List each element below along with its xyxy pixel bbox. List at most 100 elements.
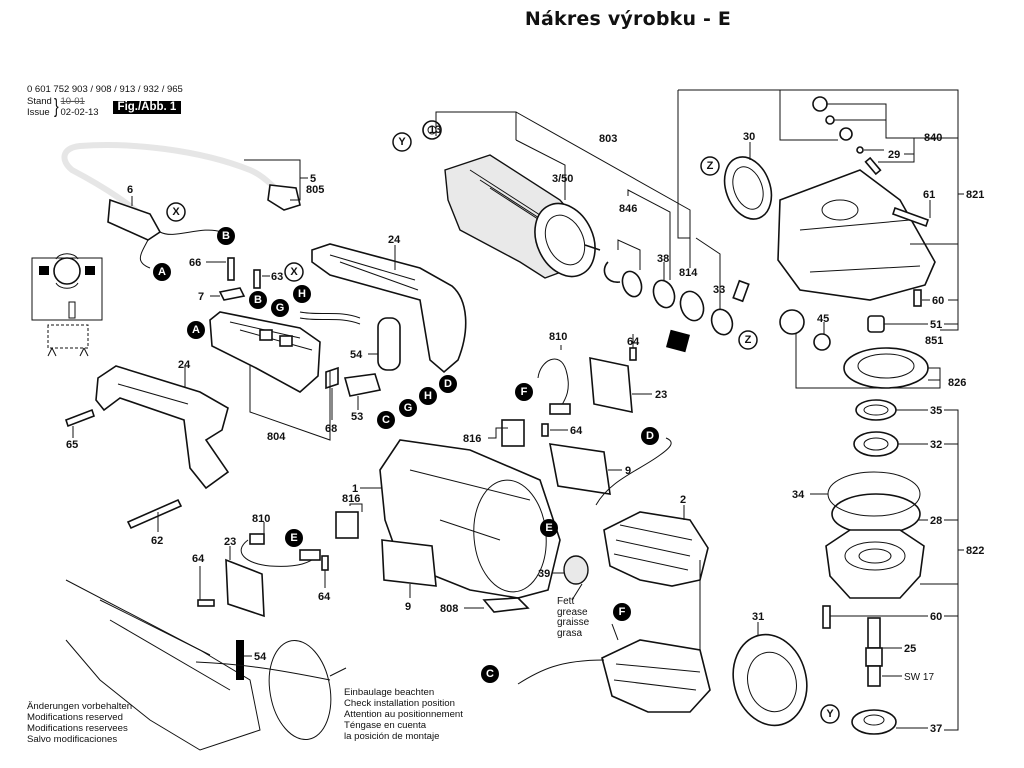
label-part-45: 45: [817, 313, 829, 325]
stand-value: 10-01: [60, 96, 85, 107]
installation-detail: 54: [65, 579, 347, 751]
label-part-62: 62: [151, 535, 163, 547]
label-part-826: 826: [948, 377, 966, 389]
svg-text:A: A: [158, 266, 166, 278]
callout-F-top: F: [515, 383, 533, 401]
label-part-803: 803: [599, 133, 617, 145]
grease-note-line: grasa: [557, 627, 583, 639]
label-part-816-top: 816: [463, 433, 481, 445]
svg-text:G: G: [404, 402, 413, 414]
callout-E-lower: E: [285, 529, 303, 547]
side-handle: 24 65 62: [64, 359, 230, 547]
svg-text:C: C: [486, 668, 494, 680]
label-part-9-left: 9: [405, 601, 411, 613]
svg-text:H: H: [424, 390, 432, 402]
label-part-822: 822: [966, 545, 984, 557]
callout-Z-gear: Z: [700, 156, 720, 176]
label-part-851: 851: [925, 335, 943, 347]
grease-note-line: graisse: [557, 617, 590, 628]
svg-text:D: D: [646, 430, 654, 442]
label-808: [482, 597, 530, 613]
screw-64-top: [629, 347, 637, 361]
svg-text:E: E: [545, 522, 552, 534]
modifications-note-line: Änderungen vorbehalten: [27, 701, 133, 712]
svg-text:Z: Z: [707, 160, 714, 172]
screw-65: [64, 408, 96, 428]
label-part-33: 33: [713, 284, 725, 296]
label-part-54-switch: 54: [350, 349, 363, 361]
callout-C-lower: C: [481, 665, 499, 683]
spindle-assembly: 35 32 34 28 822 60 25 SW 17 37: [792, 399, 984, 735]
svg-text:X: X: [172, 206, 180, 218]
callout-Y-shield: Y: [820, 704, 840, 724]
label-part-34: 34: [792, 489, 805, 501]
label-part-65: 65: [66, 439, 78, 451]
clip-7: [218, 287, 246, 301]
label-part-816-bottom: 816: [342, 493, 360, 505]
cover-23-top: [589, 356, 633, 414]
figure-badge: Fig./Abb. 1: [112, 100, 182, 114]
nut-45: [813, 333, 831, 351]
label-part-808: 808: [440, 603, 458, 615]
label-part-64-mid: 64: [570, 425, 583, 437]
gear-head: 30 840 29 821 61 60 51 851: [677, 89, 984, 389]
bearing-814: [679, 290, 705, 322]
seal-32: [853, 431, 899, 457]
bracket-804: [249, 365, 331, 441]
circlip: [603, 261, 621, 283]
lower-brush-cluster: 810 816 64 23 64: [192, 493, 363, 618]
connector-810-top: [549, 403, 571, 415]
label-part-7: 7: [198, 291, 204, 303]
installation-note-line: Attention au positionnement: [344, 709, 463, 720]
svg-text:G: G: [276, 302, 285, 314]
label-part-9-right: 9: [625, 465, 631, 477]
label-part-24-top: 24: [388, 234, 401, 246]
label-part-804: 804: [267, 431, 286, 443]
label-part-35: 35: [930, 405, 942, 417]
brace-icon: }: [53, 96, 59, 118]
label-part-30: 30: [743, 131, 755, 143]
armature-assembly: 13 3/50 803 846 38 814 33: [422, 111, 750, 353]
callout-Z-bearing: Z: [738, 330, 758, 350]
label-part-61: 61: [923, 189, 935, 201]
callout-G-switch: G: [271, 299, 289, 317]
label-part-68: 68: [325, 423, 337, 435]
o-ring-28: [831, 493, 921, 535]
model-numbers: 0 601 752 903 / 908 / 913 / 932 / 965: [27, 84, 183, 95]
svg-text:Z: Z: [745, 334, 752, 346]
svg-text:H: H: [298, 288, 306, 300]
screw-66: [227, 257, 235, 281]
callout-D-field: D: [641, 427, 659, 445]
bearing-33: [710, 308, 734, 336]
label-part-29: 29: [888, 149, 900, 161]
field-assembly: 2 31: [517, 437, 808, 727]
svg-text:B: B: [254, 294, 262, 306]
modifications-note-line: Modifications reserved: [27, 712, 123, 723]
label-part-6: 6: [127, 184, 133, 196]
svg-text:C: C: [382, 414, 390, 426]
label-part-66: 66: [189, 257, 201, 269]
bearing-flange: [825, 529, 925, 599]
bearing-38: [652, 279, 676, 309]
label-part-63: 63: [271, 271, 283, 283]
modifications-note-line: Modifications reservees: [27, 723, 128, 734]
label-part-24-side: 24: [178, 359, 191, 371]
installation-note-line: Einbaulage beachten: [344, 687, 435, 698]
label-part-23-bottom: 23: [224, 536, 236, 548]
svg-text:D: D: [444, 378, 452, 390]
grease-note: Fett grease graisse grasa: [557, 596, 590, 639]
callout-C-switch: C: [377, 411, 395, 429]
screw-60-top: [913, 289, 922, 307]
installation-note-line: Téngase en cuenta: [344, 720, 427, 731]
screw-63: [253, 269, 261, 289]
screw-64-lower-right: [321, 555, 329, 571]
part-53: [343, 373, 382, 397]
label-part-13: 13: [429, 124, 441, 136]
wiring-schematic: [31, 253, 103, 357]
label-part-810-bottom: 810: [252, 513, 270, 525]
pinion-gear-30: [723, 156, 773, 220]
label-part-846: 846: [619, 203, 637, 215]
installation-note-line: Check installation position: [344, 698, 455, 709]
label-part-60-bottom: 60: [930, 611, 942, 623]
